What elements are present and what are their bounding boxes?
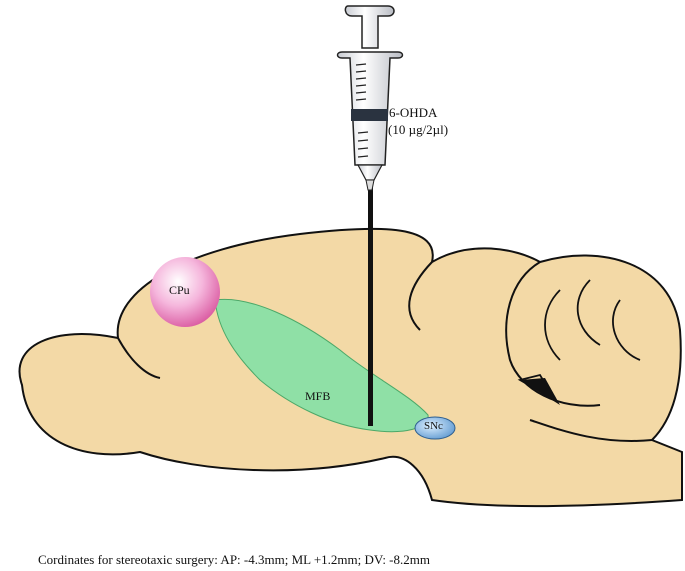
cpu-region [150, 257, 220, 327]
drug-label: 6-OHDA [389, 105, 438, 120]
snc-label: SNc [424, 420, 443, 432]
dose-label: (10 µg/2µl) [388, 122, 449, 137]
syringe-icon [336, 5, 404, 426]
cpu-label: CPu [169, 283, 190, 297]
mfb-label: MFB [305, 389, 331, 403]
snc-region [414, 416, 456, 440]
caption: Cordinates for stereotaxic surgery: AP: … [38, 552, 430, 567]
